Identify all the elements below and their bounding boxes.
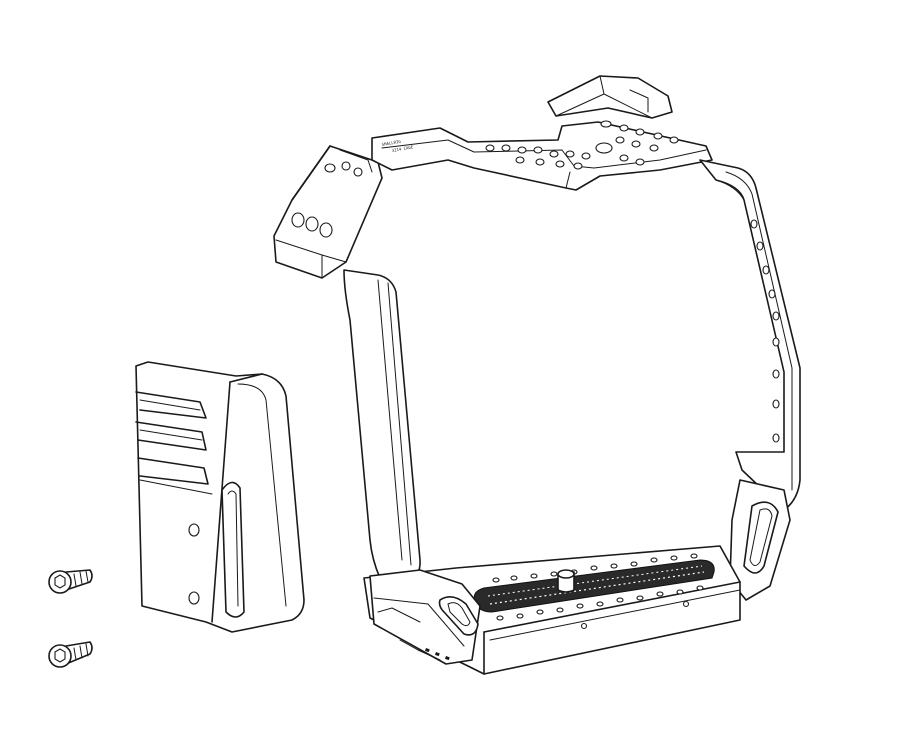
cage-right-arm: [699, 159, 801, 511]
screw-2: [48, 641, 93, 668]
cage-base-grip-strip: [473, 559, 715, 613]
cage-top-handle-mount: [547, 75, 673, 119]
cage-top-bar: SMALLRIG 3214 CAGE: [371, 120, 713, 191]
base-mount-screw: [557, 569, 575, 593]
cage-left-arm: [343, 269, 421, 581]
cage-right-lug: [729, 479, 791, 601]
cage-left-base-lug: [369, 569, 481, 665]
cage-frame: SMALLRIG 3214 CAGE: [273, 75, 801, 675]
side-plate: [135, 361, 305, 633]
svg-text:SMALLRIG: SMALLRIG: [381, 139, 401, 147]
screw-1: [48, 569, 93, 594]
cage-top-left-block: [273, 145, 383, 279]
svg-text:3214 CAGE: 3214 CAGE: [391, 144, 414, 153]
